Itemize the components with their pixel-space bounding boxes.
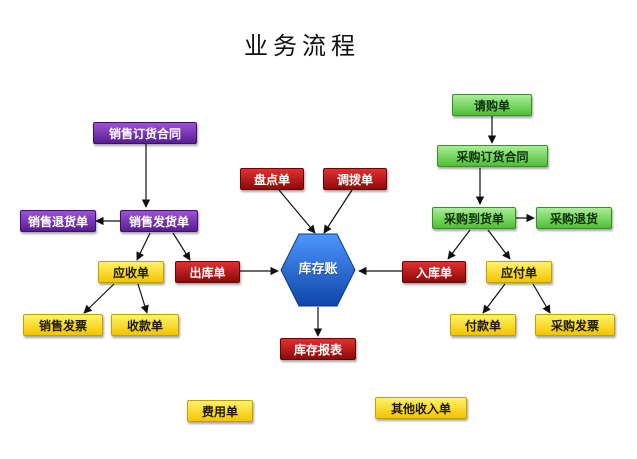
page-title: 业务流程 [244,32,360,60]
node-purchase-arrival[interactable]: 采购到货单 [432,207,516,229]
node-outbound[interactable]: 出库单 [175,261,240,283]
node-sales-contract[interactable]: 销售订货合同 [93,122,197,144]
node-expense[interactable]: 费用单 [187,400,253,422]
edge-arrival-to-inbound [447,229,471,260]
edge-receivable-to-sales-invoice [83,283,115,314]
node-collection[interactable]: 收款单 [111,314,179,336]
edge-sales-delivery-to-outbound [172,232,191,261]
node-transfer[interactable]: 调拨单 [323,168,387,190]
node-sales-return[interactable]: 销售退货单 [20,210,96,232]
node-stocktake[interactable]: 盘点单 [240,168,304,190]
node-inventory-ledger[interactable]: 库存账 [280,233,356,307]
node-sales-invoice[interactable]: 销售发票 [23,314,103,336]
node-inventory-ledger-label: 库存账 [298,262,338,277]
node-purchase-invoice[interactable]: 采购发票 [535,314,615,336]
node-purchase-contract[interactable]: 采购订货合同 [437,145,548,167]
node-inbound[interactable]: 入库单 [402,261,466,283]
node-other-income[interactable]: 其他收入单 [375,397,467,419]
node-receivable[interactable]: 应收单 [98,261,164,283]
node-purchase-return[interactable]: 采购退货 [536,207,612,229]
node-sales-delivery[interactable]: 销售发货单 [120,210,198,232]
node-inventory-report[interactable]: 库存报表 [280,338,356,360]
hexagon-icon [280,233,356,307]
edge-sales-delivery-to-receivable [136,232,151,261]
edge-arrival-to-payable [487,229,511,260]
edge-payable-to-purchase-invoice [532,283,551,314]
node-requisition[interactable]: 请购单 [452,94,532,116]
node-payment[interactable]: 付款单 [450,314,516,336]
edge-transfer-to-inventory [323,189,353,234]
node-payable[interactable]: 应付单 [486,261,552,283]
edge-stocktake-to-inventory [278,189,316,234]
edge-receivable-to-collection [137,283,149,314]
edge-payable-to-payment [482,283,506,314]
